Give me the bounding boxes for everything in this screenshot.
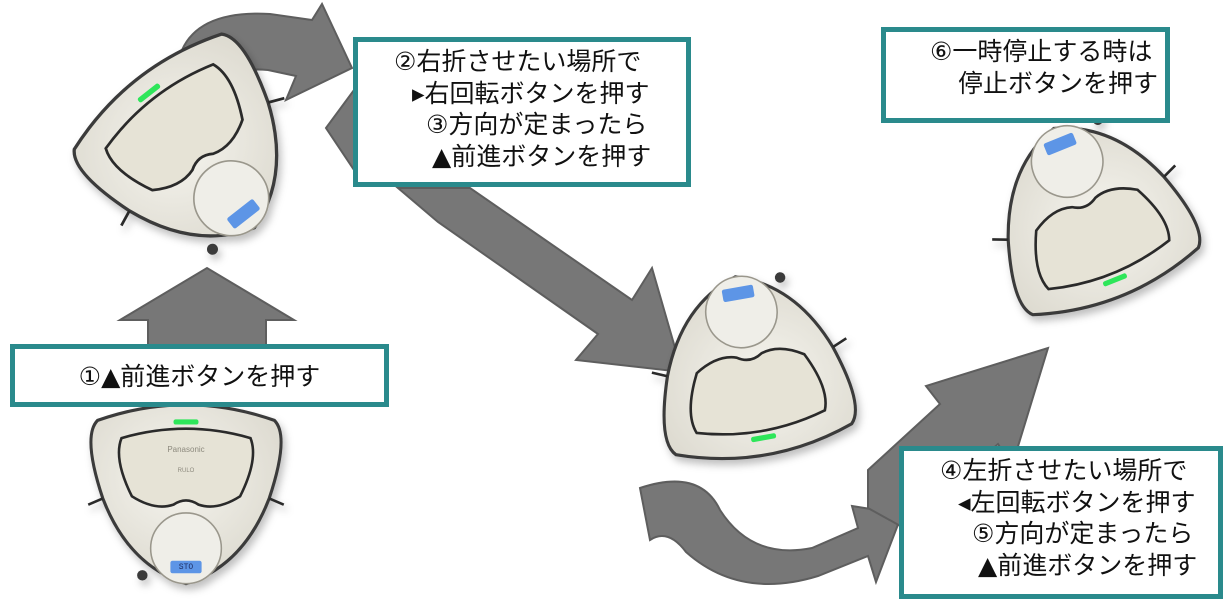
arrow-diagonal-forward — [395, 187, 684, 374]
arrow-up-forward — [116, 266, 298, 346]
step5-line2: ▲前進ボタンを押す — [978, 550, 1198, 580]
callout-step-6: ⑥一時停止する時は 停止ボタンを押す — [881, 27, 1170, 123]
robot-display-readout: STO — [179, 563, 194, 572]
step2-line2: ▸右回転ボタンを押す — [412, 78, 650, 108]
robot-brand-label: Panasonic — [167, 445, 204, 454]
robot-3-middle — [636, 258, 866, 474]
step2-line1: ②右折させたい場所で — [394, 47, 642, 76]
robot-4-end — [960, 89, 1215, 335]
step6-line2: 停止ボタンを押す — [958, 68, 1159, 98]
callout-steps-4-5: ④左折させたい場所で ◂左回転ボタンを押す ⑤方向が定まったら ▲前進ボタンを押… — [899, 446, 1223, 599]
step4-line1: ④左折させたい場所で — [940, 456, 1188, 485]
step4-line2: ◂左回転ボタンを押す — [958, 487, 1196, 517]
step3-line2: ▲前進ボタンを押す — [432, 141, 652, 171]
arrow-curve-left-turn — [638, 480, 904, 586]
step3-line1: ③方向が定まったら — [426, 110, 648, 139]
step1-text: ①▲前進ボタンを押す — [78, 362, 321, 391]
callout-step-1: ①▲前進ボタンを押す — [10, 344, 389, 407]
arrow-wedge-left — [324, 86, 355, 174]
step5-line1: ⑤方向が定まったら — [972, 519, 1194, 548]
robot-model-label: RULO — [178, 468, 195, 474]
robot-2-bottom — [86, 403, 286, 586]
step6-line1: ⑥一時停止する時は — [930, 37, 1153, 66]
callout-steps-2-3: ②右折させたい場所で ▸右回転ボタンを押す ③方向が定まったら ▲前進ボタンを押… — [353, 37, 691, 187]
